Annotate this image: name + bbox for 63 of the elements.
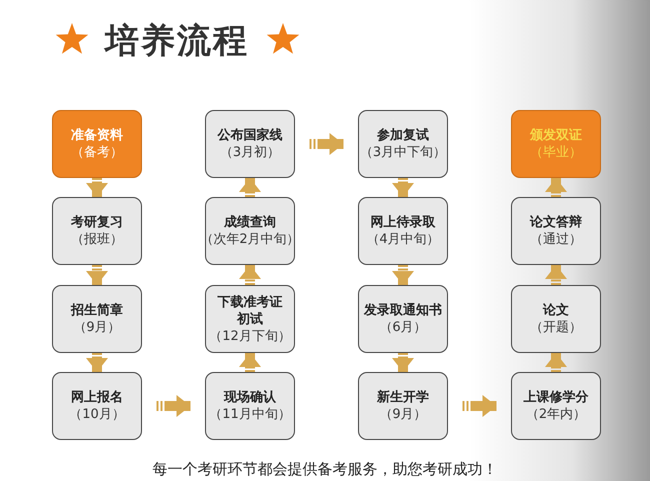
step-text: 颁发双证 [530, 127, 582, 144]
step-text: 发录取通知书 [364, 302, 442, 319]
step-text: 现场确认 [224, 389, 276, 406]
step-text: 论文答辩 [530, 214, 582, 231]
date-text: （10月） [69, 406, 125, 423]
step-text: 上课修学分 [524, 389, 588, 406]
step-text: 考研复习 [71, 214, 123, 231]
date-text: （3月中下旬） [360, 144, 446, 161]
process-box [52, 372, 142, 440]
arrow [392, 178, 414, 197]
step-text: 论文 [543, 302, 569, 319]
process-box [358, 285, 448, 353]
date-text: （通过） [530, 231, 582, 248]
date-text: （报班） [71, 231, 123, 248]
process-box [52, 197, 142, 265]
date-text: （2年内） [526, 406, 586, 423]
process-box [358, 372, 448, 440]
step-text: 网上待录取 [370, 214, 436, 231]
process-box [205, 285, 295, 353]
date-text: （11月中旬） [209, 406, 291, 423]
date-text: （开题） [530, 319, 582, 336]
step-text: 新生开学 [377, 389, 429, 406]
date-text: （4月中旬） [366, 231, 440, 248]
arrow [86, 353, 108, 372]
process-box [358, 197, 448, 265]
step-text: 下载准考证 [218, 294, 282, 310]
step-text: 网上报名 [71, 389, 123, 406]
arrow [86, 265, 108, 285]
date-text: （12月下旬） [209, 328, 291, 344]
arrow [239, 353, 261, 372]
arrow [545, 178, 567, 197]
title: 培养流程 [105, 20, 249, 63]
date-text: （毕业） [530, 144, 582, 161]
process-box [511, 285, 601, 353]
process-box [205, 197, 295, 265]
date-text: （9月） [73, 319, 121, 336]
arrow [392, 353, 414, 372]
arrow [239, 265, 261, 285]
date-text: （次年2月中旬） [200, 231, 300, 248]
step-text: 参加复试 [377, 127, 429, 144]
process-box [205, 110, 295, 178]
process-box [511, 372, 601, 440]
step-text: 公布国家线 [218, 127, 282, 144]
step-text: 招生简章 [71, 302, 123, 319]
process-box [52, 110, 142, 178]
arrow [545, 353, 567, 372]
arrow [86, 178, 108, 197]
arrow [545, 265, 567, 285]
process-box [52, 285, 142, 353]
process-box [205, 372, 295, 440]
process-box [358, 110, 448, 178]
arrow [239, 178, 261, 197]
date-text: （备考） [71, 144, 123, 161]
date-text: （9月） [379, 406, 427, 423]
step-text: 准备资料 [71, 127, 123, 144]
step-text: 初试 [237, 310, 263, 328]
step-text: 成绩查询 [224, 214, 276, 231]
arrow [392, 265, 414, 285]
caption: 每一个考研环节都会提供备考服务，助您考研成功！ [152, 460, 498, 478]
process-box [511, 110, 601, 178]
process-box [511, 197, 601, 265]
date-text: （3月初） [220, 144, 280, 161]
date-text: （6月） [379, 319, 427, 336]
